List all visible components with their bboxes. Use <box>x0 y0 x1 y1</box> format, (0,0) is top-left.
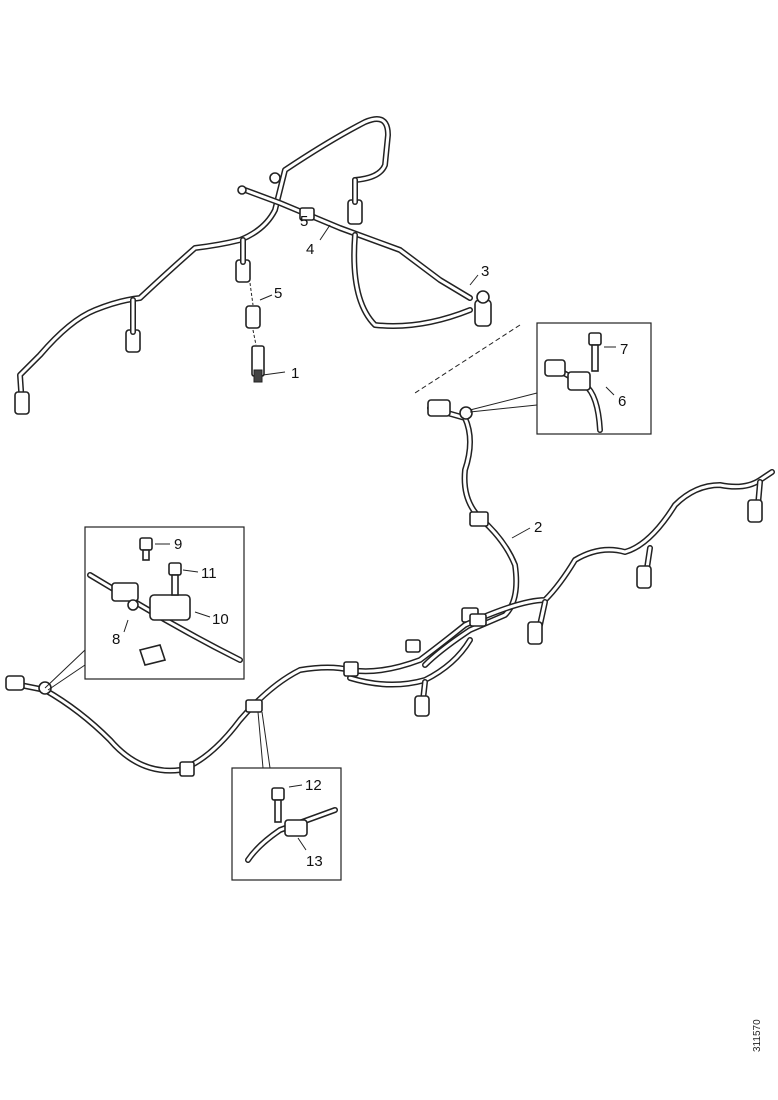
detail-box-clip-upper <box>469 322 652 435</box>
clip <box>405 639 421 653</box>
callout-5-upper: 5 <box>300 213 308 230</box>
clip <box>179 761 195 777</box>
bolt-head <box>588 332 602 346</box>
clip <box>459 406 473 420</box>
bolt-shank <box>274 799 282 823</box>
callout-3: 3 <box>481 263 489 280</box>
clip <box>469 511 489 527</box>
sensor-connector <box>747 499 763 523</box>
sensor-connector <box>414 695 430 717</box>
callout-6: 6 <box>618 393 626 410</box>
p-clip <box>567 371 591 391</box>
plug-connector <box>427 399 451 417</box>
bolt-head <box>168 562 182 576</box>
callout-2: 2 <box>534 519 542 536</box>
leader-line <box>262 371 286 376</box>
bolt-shank <box>142 549 150 561</box>
clip <box>469 613 487 627</box>
clip <box>476 290 490 304</box>
connection-line <box>414 324 521 394</box>
sensor-connector <box>474 299 492 327</box>
callout-1: 1 <box>291 365 299 382</box>
reference-code: 311570 <box>752 1019 763 1052</box>
leader-line <box>319 224 331 241</box>
detail-box-clip-lower <box>231 711 342 881</box>
clip <box>343 661 359 677</box>
p-clip <box>284 819 308 837</box>
p-clip <box>111 582 139 602</box>
lower-harness <box>5 469 775 777</box>
clip <box>245 699 263 713</box>
callout-4: 4 <box>306 241 314 258</box>
bracket-foot <box>138 644 167 666</box>
clip <box>127 599 139 611</box>
sensor-connector <box>527 621 543 645</box>
sensor-connector <box>14 391 30 415</box>
callout-12: 12 <box>305 777 322 794</box>
bolt-head <box>139 537 153 551</box>
plug-connector <box>544 359 566 377</box>
clip <box>269 172 281 184</box>
leader-line <box>259 294 273 301</box>
end-connector <box>5 675 25 691</box>
callout-9: 9 <box>174 536 182 553</box>
sensor-connector <box>636 565 652 589</box>
callout-13: 13 <box>306 853 323 870</box>
upper-harness <box>14 116 492 415</box>
callout-8: 8 <box>112 631 120 648</box>
sensor-tip <box>253 369 263 383</box>
detail-box-clip-left <box>44 526 245 691</box>
callout-11: 11 <box>201 565 217 582</box>
clip <box>237 185 247 195</box>
leader-line <box>511 527 531 539</box>
callout-7: 7 <box>620 341 628 358</box>
grommet <box>245 305 261 329</box>
clip <box>299 207 315 221</box>
callout-10: 10 <box>212 611 229 628</box>
bolt-head <box>271 787 285 801</box>
bolt-shank <box>171 574 179 596</box>
bracket <box>149 594 191 621</box>
leader-line <box>469 274 479 286</box>
callout-5: 5 <box>274 285 282 302</box>
bolt-shank <box>591 344 599 372</box>
